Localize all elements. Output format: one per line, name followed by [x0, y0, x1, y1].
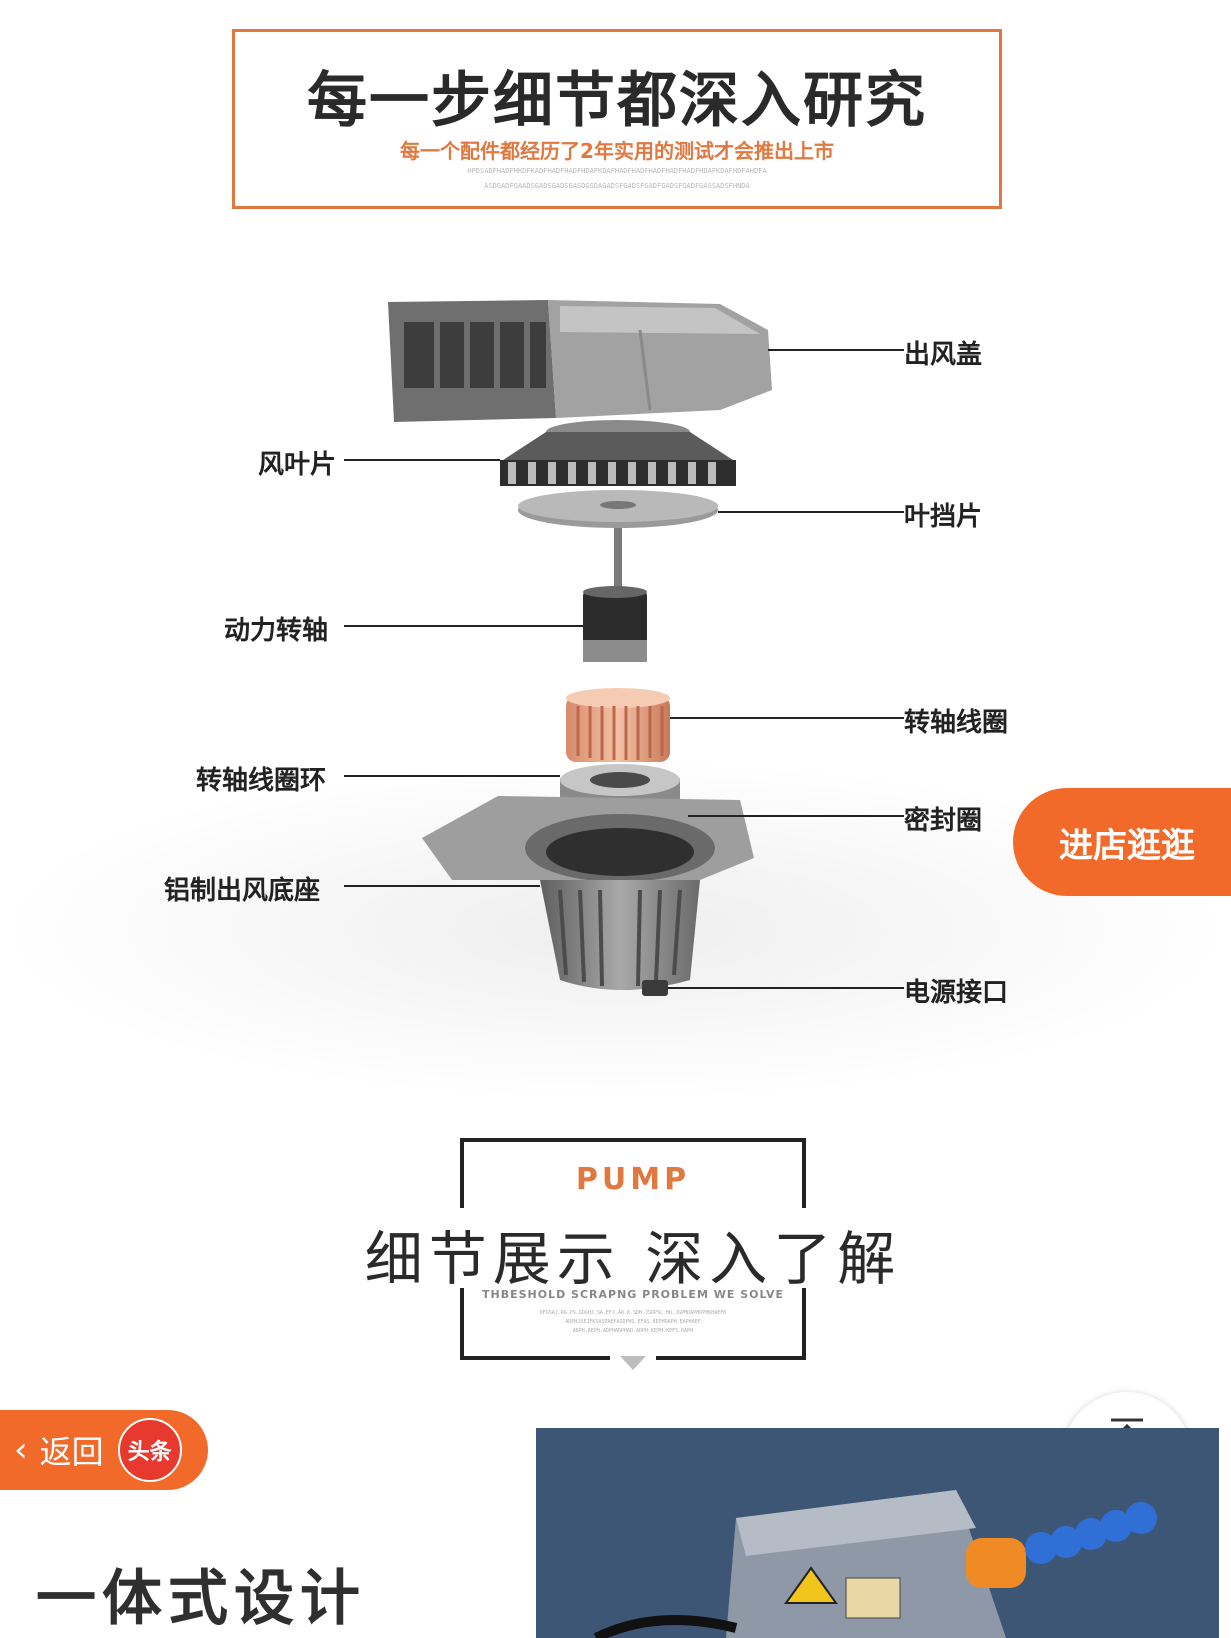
detail-header-subtitle: 每一个配件都经历了2年实用的测试才会推出上市 [400, 139, 834, 163]
label-fan-blade: 风叶片 [258, 450, 337, 480]
warning-icon [784, 1566, 838, 1604]
label-blade-baffle: 叶挡片 [904, 502, 983, 532]
pump-section-frame [460, 1138, 806, 1370]
chevron-left-icon: ‹ [14, 1430, 28, 1470]
caret-down-icon [620, 1356, 646, 1370]
detail-header-fine-print-2: ASDGADFGAADSGADSGADSGASDGSDAGADSFGADSFGA… [484, 182, 750, 190]
label-shaft-coil-ring: 转轴线圈环 [196, 766, 327, 796]
visit-shop-button[interactable]: 进店逛逛 [1013, 788, 1231, 896]
pump-fine-print-3: ADPH.REPH.ADPHADPHAD.ADPH.KEPH.KEFS.DAPH [572, 1328, 694, 1334]
back-label: 返回 [39, 1433, 104, 1471]
back-button[interactable]: ‹ 返回 头条 [0, 1410, 208, 1490]
power-shaft-part [583, 528, 647, 662]
pump-section-title: 细节展示 深入了解 [364, 1225, 902, 1293]
label-shaft-coil: 转轴线圈 [904, 708, 1009, 738]
pump-fine-print-2: ADPHJSEJFKSASPAEFASDPHS.EFAS.KEPHDAPH.EA… [565, 1319, 701, 1325]
exploded-diagram: 出风盖 风叶片 叶挡片 动力转轴 转轴线圈 转轴线圈环 密封圈 铝制出风底座 电… [0, 220, 1231, 1100]
shaft-coil-part [566, 688, 670, 762]
label-outlet-cover: 出风盖 [904, 340, 983, 370]
pump-label: PUMP [575, 1162, 691, 1197]
outlet-cover-part [388, 300, 772, 422]
label-seal-ring: 密封圈 [904, 806, 983, 836]
label-aluminum-base: 铝制出风底座 [164, 876, 321, 906]
integrated-design-title: 一体式设计 [36, 1564, 366, 1634]
toutiao-badge: 头条 [117, 1418, 182, 1482]
exploded-diagram-illustration [0, 300, 1231, 1100]
pump-section-subtitle: THBESHOLD SCRAPNG PROBLEM WE SOLVE [481, 1288, 784, 1301]
fan-blade-part [500, 420, 736, 486]
detail-header-title: 每一步细节都深入研究 [307, 66, 927, 136]
label-power-shaft: 动力转轴 [224, 616, 329, 646]
label-power-port: 电源接口 [904, 978, 1009, 1008]
aluminum-base-part [422, 796, 754, 990]
pump-fine-print-1: DFGSAJ.RG.PS.SDGHJ.SA.EFJ.AR.K.SDH.JSDPS… [539, 1310, 727, 1316]
product-photo [536, 1428, 1219, 1638]
detail-header-fine-print-1: HPDSADFHADFHKDFKADFHADFHADFHDAFKDAFHADFH… [467, 167, 767, 175]
detail-header-box: 每一步细节都深入研究 每一个配件都经历了2年实用的测试才会推出上市 HPDSAD… [232, 29, 1002, 209]
power-port-part [642, 980, 668, 996]
leader-lines [344, 349, 904, 989]
